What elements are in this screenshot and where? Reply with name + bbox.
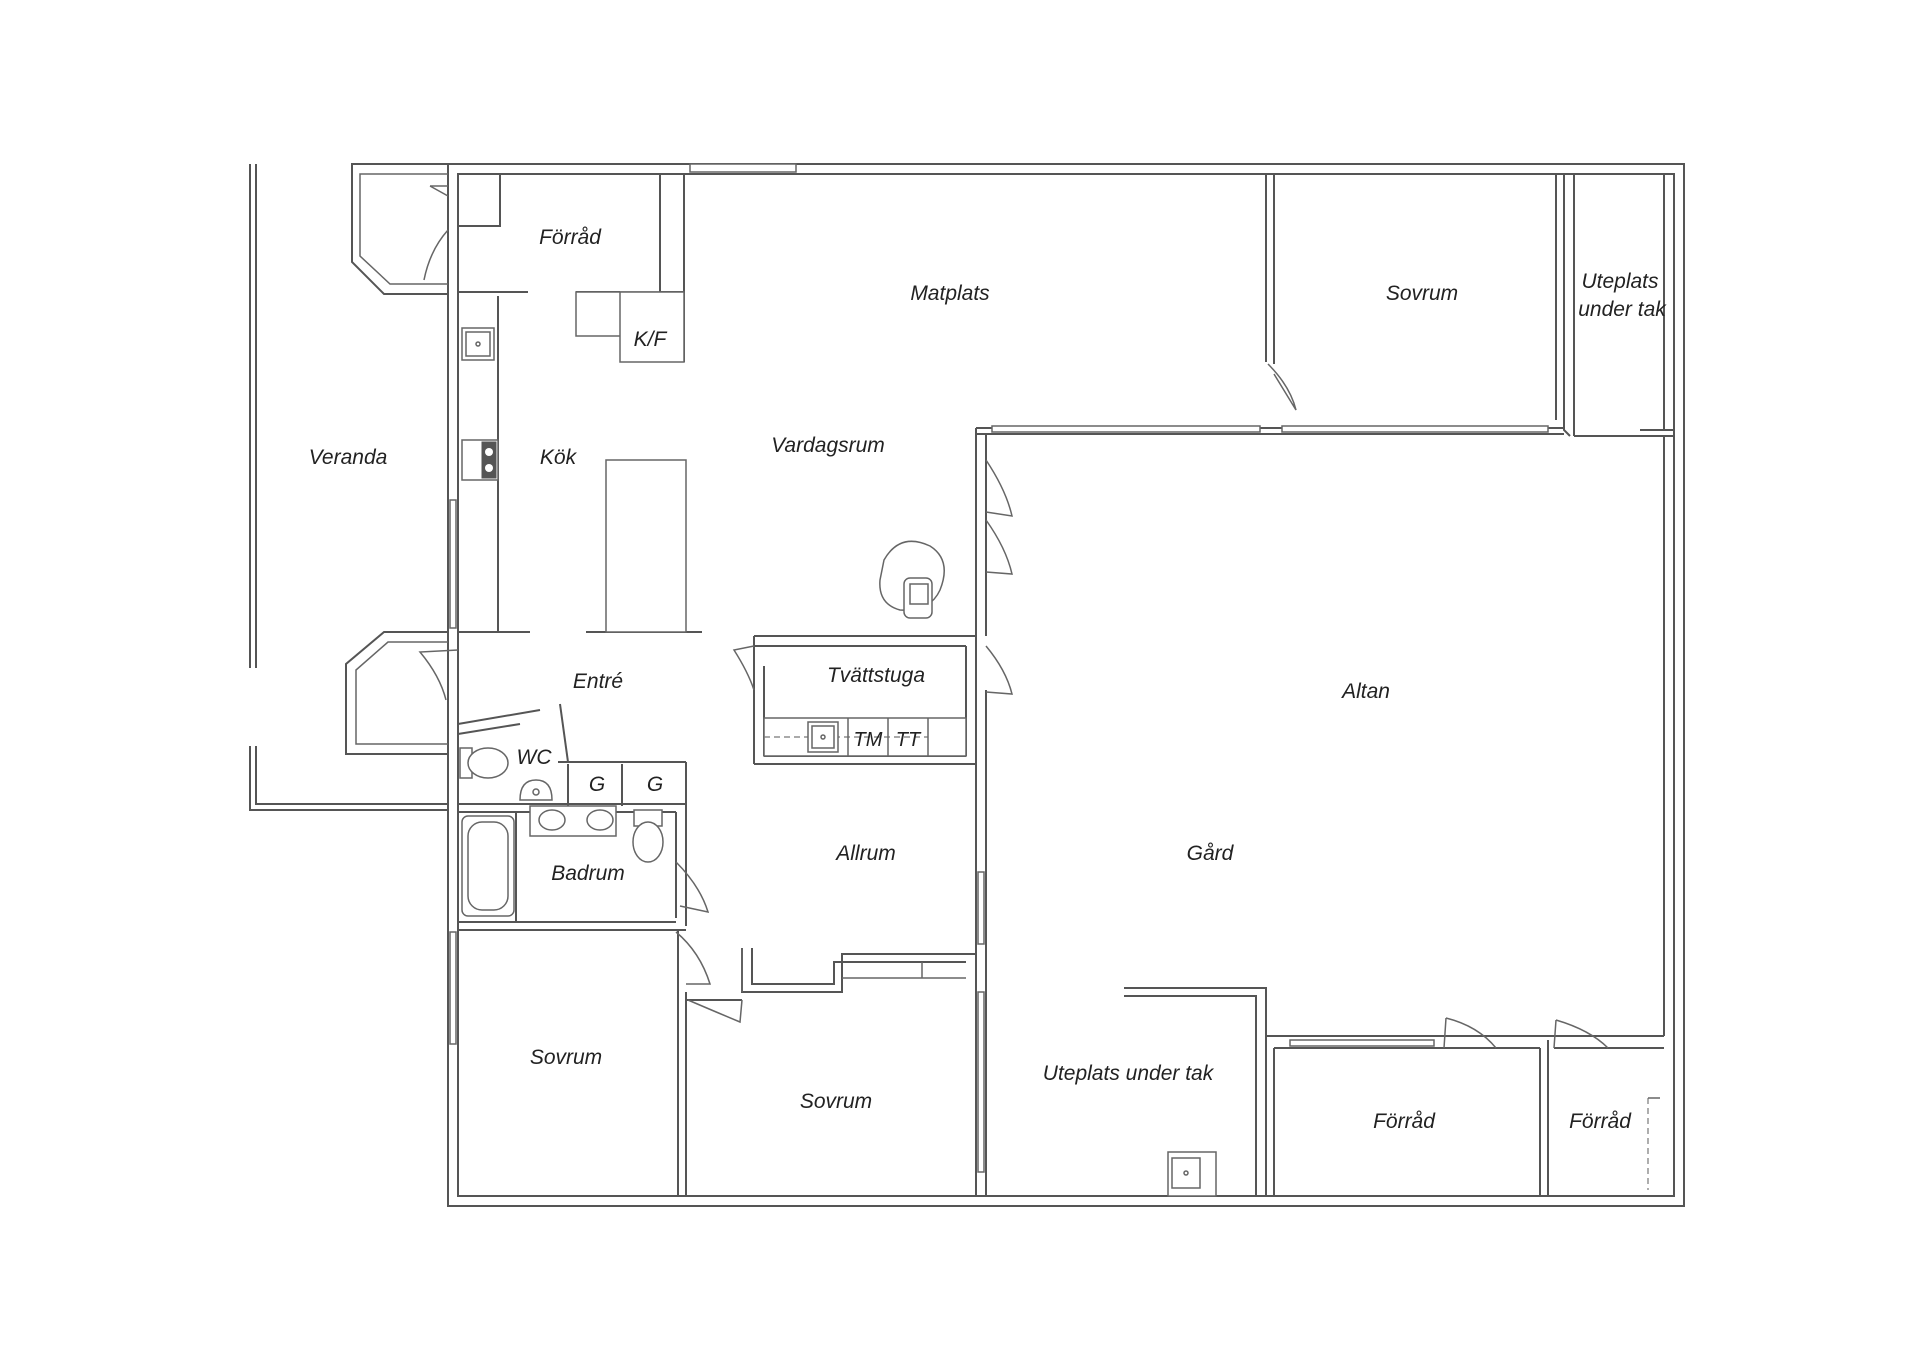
entry-porch-mid (345, 631, 448, 755)
veranda-outline (249, 164, 448, 811)
outdoor-sink (1167, 1151, 1217, 1197)
label-entre: Entré (573, 670, 623, 693)
label-forrad-bottom2: Förråd (1569, 1110, 1632, 1133)
label-gard: Gård (1187, 842, 1235, 865)
label-uteplats-bottom: Uteplats under tak (1043, 1062, 1215, 1085)
label-tt: TT (896, 729, 922, 751)
entry-porch-top (351, 163, 449, 295)
label-tm: TM (854, 729, 883, 751)
label-forrad-top: Förråd (539, 226, 602, 249)
sink-wc (519, 779, 553, 801)
label-altan: Altan (1340, 680, 1390, 703)
label-allrum: Allrum (834, 842, 896, 865)
room-labels: Förråd Matplats Sovrum Uteplats under ta… (309, 226, 1668, 1133)
stove (461, 439, 499, 481)
bathtub (461, 815, 515, 917)
toilet-wc (459, 747, 509, 779)
label-kok: Kök (540, 446, 578, 469)
label-g1: G (589, 773, 605, 796)
label-vardagsrum: Vardagsrum (771, 434, 885, 457)
label-badrum: Badrum (551, 862, 625, 885)
door-swings (418, 363, 1609, 1049)
armchair (879, 540, 945, 619)
label-uteplats-right-2: under tak (1578, 298, 1667, 321)
label-uteplats-right-1: Uteplats (1581, 270, 1659, 293)
kitchen-sink (461, 327, 495, 361)
laundry-sink (807, 721, 839, 753)
windows (449, 163, 1549, 1173)
label-forrad-bottom1: Förråd (1373, 1110, 1436, 1133)
label-wc: WC (517, 746, 553, 769)
interior-walls (457, 173, 1674, 1196)
label-matplats: Matplats (910, 282, 990, 305)
label-sovrum-mid: Sovrum (800, 1090, 872, 1113)
label-g2: G (647, 773, 663, 796)
toilet-badrum (632, 809, 664, 863)
label-kf: K/F (634, 328, 668, 351)
label-sovrum-top: Sovrum (1386, 282, 1458, 305)
label-tvattstuga: Tvättstuga (827, 664, 925, 687)
label-veranda: Veranda (309, 446, 388, 469)
label-sovrum-left: Sovrum (530, 1046, 602, 1069)
bathroom-sinks (529, 805, 617, 837)
